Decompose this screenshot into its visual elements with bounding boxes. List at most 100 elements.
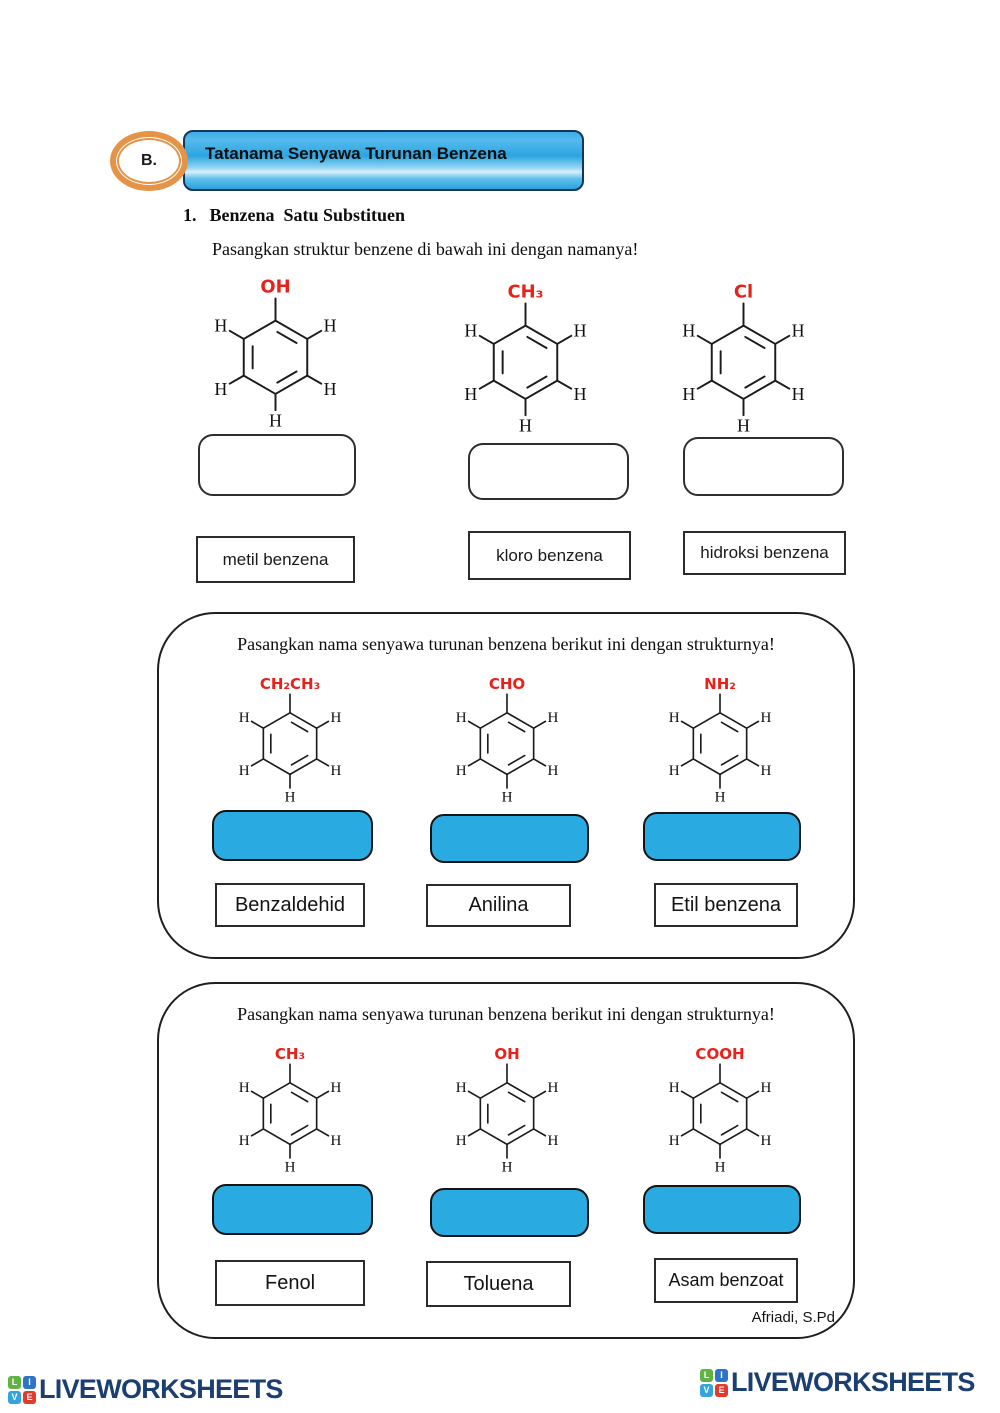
logo-tile: L — [700, 1368, 713, 1382]
exercise-heading: 1. Benzena Satu Substituen — [183, 205, 405, 226]
name-option-label: Benzaldehid — [234, 893, 346, 916]
matching-instruction-2: Pasangkan nama senyawa turunan benzena b… — [237, 634, 775, 654]
substituent-label: NH₂ — [704, 675, 736, 693]
hydrogen-atom: H — [737, 415, 750, 435]
substituent-label: CH₃ — [275, 1045, 305, 1063]
hydrogen-atom: H — [792, 321, 805, 341]
name-option-label: Toluena — [463, 1272, 534, 1295]
answer-drop-box[interactable] — [198, 434, 356, 496]
section-banner-title: Tatanama Senyawa Turunan Benzena — [205, 144, 507, 163]
blue-answer-box[interactable] — [643, 812, 801, 861]
name-option[interactable]: Toluena — [426, 1261, 571, 1307]
hydrogen-atom: H — [519, 415, 532, 435]
hydrogen-atom: H — [669, 1133, 680, 1149]
substituent-label: CH₃ — [508, 281, 544, 302]
liveworksheets-logo[interactable]: L I V E LIVEWORKSHEETS — [8, 1374, 283, 1405]
name-option[interactable]: metil benzena — [196, 536, 355, 583]
exercise-title: Benzena Satu Substituen — [209, 205, 406, 225]
benzene-structure: H H H H H NH₂ — [669, 675, 772, 806]
name-option[interactable]: Etil benzena — [654, 883, 798, 927]
name-option-label: metil benzena — [222, 549, 329, 569]
hydrogen-atom: H — [330, 763, 341, 779]
substituent-label: CHO — [489, 675, 526, 693]
name-option-label: Asam benzoat — [668, 1270, 784, 1290]
answer-drop-box[interactable] — [468, 443, 629, 500]
liveworksheets-logo[interactable]: L I V E LIVEWORKSHEETS — [700, 1367, 975, 1398]
logo-wordmark: LIVEWORKSHEETS — [731, 1367, 975, 1397]
logo-tile: V — [700, 1383, 713, 1397]
substituent-label: COOH — [695, 1045, 744, 1063]
logo-tile: V — [8, 1390, 21, 1404]
section-banner: Tatanama Senyawa Turunan Benzena — [183, 130, 584, 191]
logo-tile: I — [23, 1375, 36, 1389]
hydrogen-atom: H — [715, 790, 726, 806]
author-credit: Afriadi, S.Pd — [751, 1309, 835, 1326]
name-option[interactable]: Anilina — [426, 884, 571, 927]
name-option[interactable]: Asam benzoat — [654, 1258, 798, 1303]
logo-tile: I — [715, 1368, 728, 1382]
hydrogen-atom: H — [574, 384, 587, 404]
hydrogen-atom: H — [502, 1160, 513, 1176]
name-option-label: Fenol — [264, 1271, 316, 1294]
hydrogen-atom: H — [669, 710, 680, 726]
name-option-label: hidroksi benzena — [700, 543, 829, 562]
name-option[interactable]: kloro benzena — [468, 531, 631, 580]
hydrogen-atom: H — [456, 763, 467, 779]
name-option-label: kloro benzena — [496, 545, 603, 565]
substituent-label: CH₂CH₃ — [260, 675, 320, 693]
logo-tile: E — [23, 1390, 36, 1404]
hydrogen-atom: H — [456, 1080, 467, 1096]
hydrogen-atom: H — [456, 1133, 467, 1149]
hydrogen-atom: H — [239, 1080, 250, 1096]
exercise-number: 1. — [183, 205, 197, 225]
matching-instruction-1: Pasangkan struktur benzene di bawah ini … — [212, 239, 639, 259]
blue-answer-box[interactable] — [430, 1188, 589, 1237]
hydrogen-atom: H — [760, 710, 771, 726]
liveworksheets-logo-icon: L I V E — [700, 1368, 728, 1397]
hydrogen-atom: H — [330, 1080, 341, 1096]
blue-answer-box[interactable] — [212, 810, 373, 861]
hydrogen-atom: H — [682, 384, 695, 404]
logo-tile: L — [8, 1375, 21, 1389]
hydrogen-atom: H — [574, 321, 587, 341]
blue-answer-box[interactable] — [212, 1184, 373, 1235]
benzene-structure: H H H H H CH₃ — [464, 281, 587, 435]
hydrogen-atom: H — [239, 1133, 250, 1149]
name-option-label: Anilina — [468, 894, 529, 916]
substituent-label: OH — [494, 1045, 519, 1063]
hydrogen-atom: H — [464, 321, 477, 341]
hydrogen-atom: H — [285, 1160, 296, 1176]
badge-inner-ring — [117, 138, 181, 184]
hydrogen-atom: H — [269, 410, 282, 430]
name-option[interactable]: Benzaldehid — [215, 883, 365, 927]
blue-answer-box[interactable] — [643, 1185, 801, 1234]
name-option[interactable]: Fenol — [215, 1260, 365, 1306]
hydrogen-atom: H — [502, 790, 513, 806]
hydrogen-atom: H — [792, 384, 805, 404]
hydrogen-atom: H — [239, 763, 250, 779]
logo-wordmark: LIVEWORKSHEETS — [39, 1374, 283, 1404]
hydrogen-atom: H — [285, 790, 296, 806]
blue-answer-box[interactable] — [430, 814, 589, 863]
hydrogen-atom: H — [324, 379, 337, 399]
hydrogen-atom: H — [547, 1080, 558, 1096]
hydrogen-atom: H — [464, 384, 477, 404]
hydrogen-atom: H — [760, 763, 771, 779]
substituent-label: Cl — [734, 281, 753, 302]
matching-panel-1: Pasangkan nama senyawa turunan benzena b… — [157, 612, 855, 959]
hydrogen-atom: H — [669, 763, 680, 779]
hydrogen-atom: H — [214, 316, 227, 336]
substituent-label: OH — [260, 276, 290, 297]
matching-instruction-3: Pasangkan nama senyawa turunan benzena b… — [237, 1004, 775, 1024]
section-letter: B. — [141, 152, 157, 169]
hydrogen-atom: H — [330, 710, 341, 726]
answer-drop-box[interactable] — [683, 437, 844, 496]
hydrogen-atom: H — [324, 316, 337, 336]
name-option[interactable]: hidroksi benzena — [683, 531, 846, 575]
